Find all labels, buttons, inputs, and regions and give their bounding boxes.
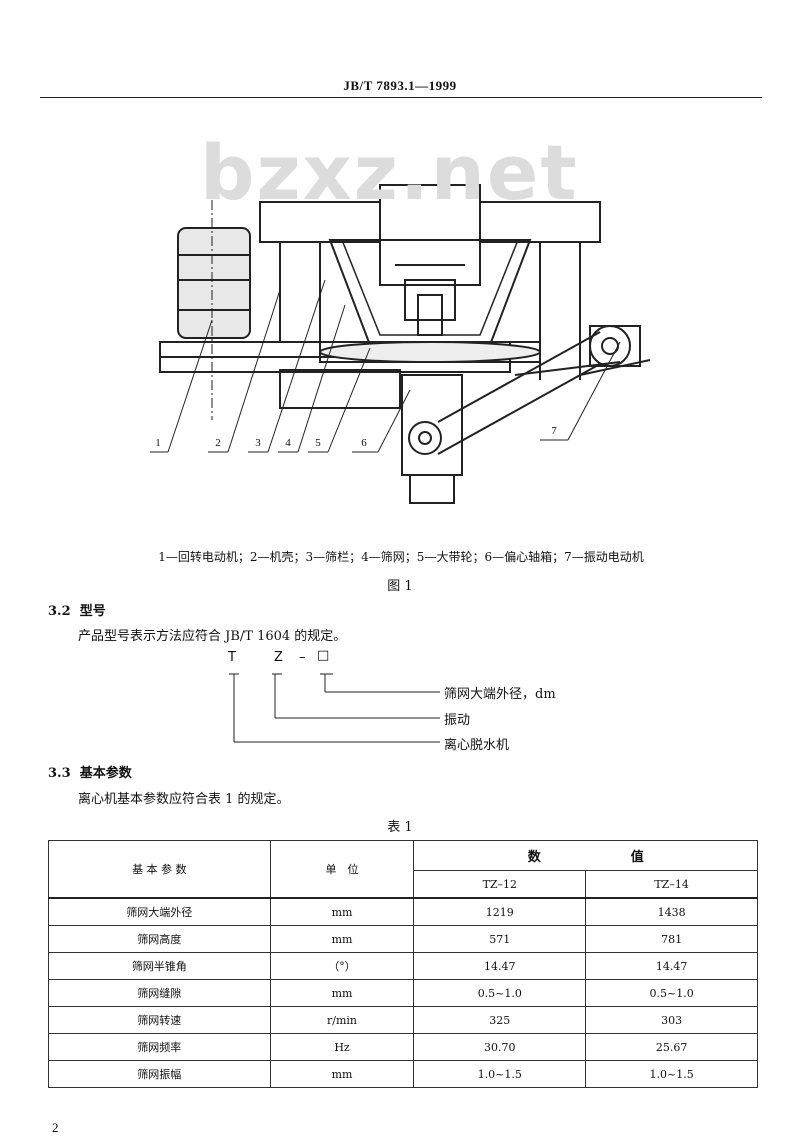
header-rule (40, 97, 762, 98)
section-3-2-body: 产品型号表示方法应符合 JB/T 1604 的规定。 (78, 629, 347, 644)
header-values-left: 数 (527, 850, 541, 865)
cell-v1: 1219 (413, 897, 587, 926)
callout-1: 1 (155, 437, 161, 449)
annotation-vibration: 振动 (444, 713, 471, 728)
cell-v2: 25.67 (585, 1033, 758, 1061)
figure-legend: 1—回转电动机；2—机壳；3—筛栏；4—筛网；5—大带轮；6—偏心轴箱；7—振动… (158, 550, 644, 564)
rotary-motor-shape (177, 227, 251, 339)
cell-param: 筛网振幅 (48, 1060, 271, 1088)
callout-6: 6 (361, 437, 367, 449)
cell-unit: （°） (269, 952, 415, 980)
cell-v2: 1438 (585, 897, 758, 926)
model-code-leaders (229, 673, 440, 743)
cell-unit: mm (269, 979, 415, 1007)
cell-param: 筛网高度 (48, 925, 271, 953)
callout-4: 4 (285, 437, 291, 449)
cell-v2: 1.0~1.5 (585, 1060, 758, 1088)
section-3-3-heading: 3.3 基本参数 (48, 762, 132, 781)
callout-7: 7 (551, 425, 557, 437)
header-param: 基 本 参 数 (48, 840, 271, 899)
cell-unit: mm (269, 925, 415, 953)
callout-3: 3 (255, 437, 261, 449)
centrifuge-drawing: 1 2 3 4 5 6 7 (150, 184, 651, 504)
cell-v1: 14.47 (413, 952, 587, 980)
cell-param: 筛网半锥角 (48, 952, 271, 980)
section-3-2-heading: 3.2 型号 (48, 600, 106, 619)
model-code-t: T (228, 650, 236, 665)
table-caption: 表 1 (387, 820, 413, 835)
section-title: 基本参数 (79, 766, 132, 781)
header-model-tz12: TZ–12 (413, 870, 587, 899)
model-code-dash: – (299, 650, 306, 665)
cell-param: 筛网频率 (48, 1033, 271, 1061)
cell-unit: r/min (269, 1006, 415, 1034)
cell-unit: mm (269, 897, 415, 926)
figure-caption: 图 1 (387, 579, 413, 594)
section-number: 3.3 (48, 766, 71, 781)
header-values: 数值 (413, 840, 758, 871)
cell-v1: 30.70 (413, 1033, 587, 1061)
page-number: 2 (52, 1120, 59, 1135)
model-code-z: Z (274, 650, 283, 665)
cell-v1: 1.0~1.5 (413, 1060, 587, 1088)
cell-param: 筛网缝隙 (48, 979, 271, 1007)
cell-v1: 571 (413, 925, 587, 953)
callout-2: 2 (215, 437, 221, 449)
watermark: bzxz.net (200, 128, 579, 217)
cell-v2: 303 (585, 1006, 758, 1034)
cell-param: 筛网转速 (48, 1006, 271, 1034)
cell-v2: 0.5~1.0 (585, 979, 758, 1007)
section-number: 3.2 (48, 604, 71, 619)
annotation-screen-diameter: 筛网大端外径，dm (444, 687, 556, 702)
callout-5: 5 (315, 437, 321, 449)
section-3-3-body: 离心机基本参数应符合表 1 的规定。 (78, 792, 290, 807)
cell-param: 筛网大端外径 (48, 897, 271, 926)
cell-v2: 781 (585, 925, 758, 953)
cell-unit: mm (269, 1060, 415, 1088)
annotation-centrifuge: 离心脱水机 (444, 738, 510, 753)
cell-v1: 325 (413, 1006, 587, 1034)
header-values-right: 值 (630, 850, 644, 865)
header-model-tz14: TZ–14 (585, 870, 758, 899)
cell-unit: Hz (269, 1033, 415, 1061)
model-code-box: □ (317, 648, 330, 663)
cell-v1: 0.5~1.0 (413, 979, 587, 1007)
header-unit: 单 位 (269, 840, 415, 899)
cell-v2: 14.47 (585, 952, 758, 980)
section-title: 型号 (79, 604, 106, 619)
running-header: JB/T 7893.1—1999 (343, 78, 457, 93)
